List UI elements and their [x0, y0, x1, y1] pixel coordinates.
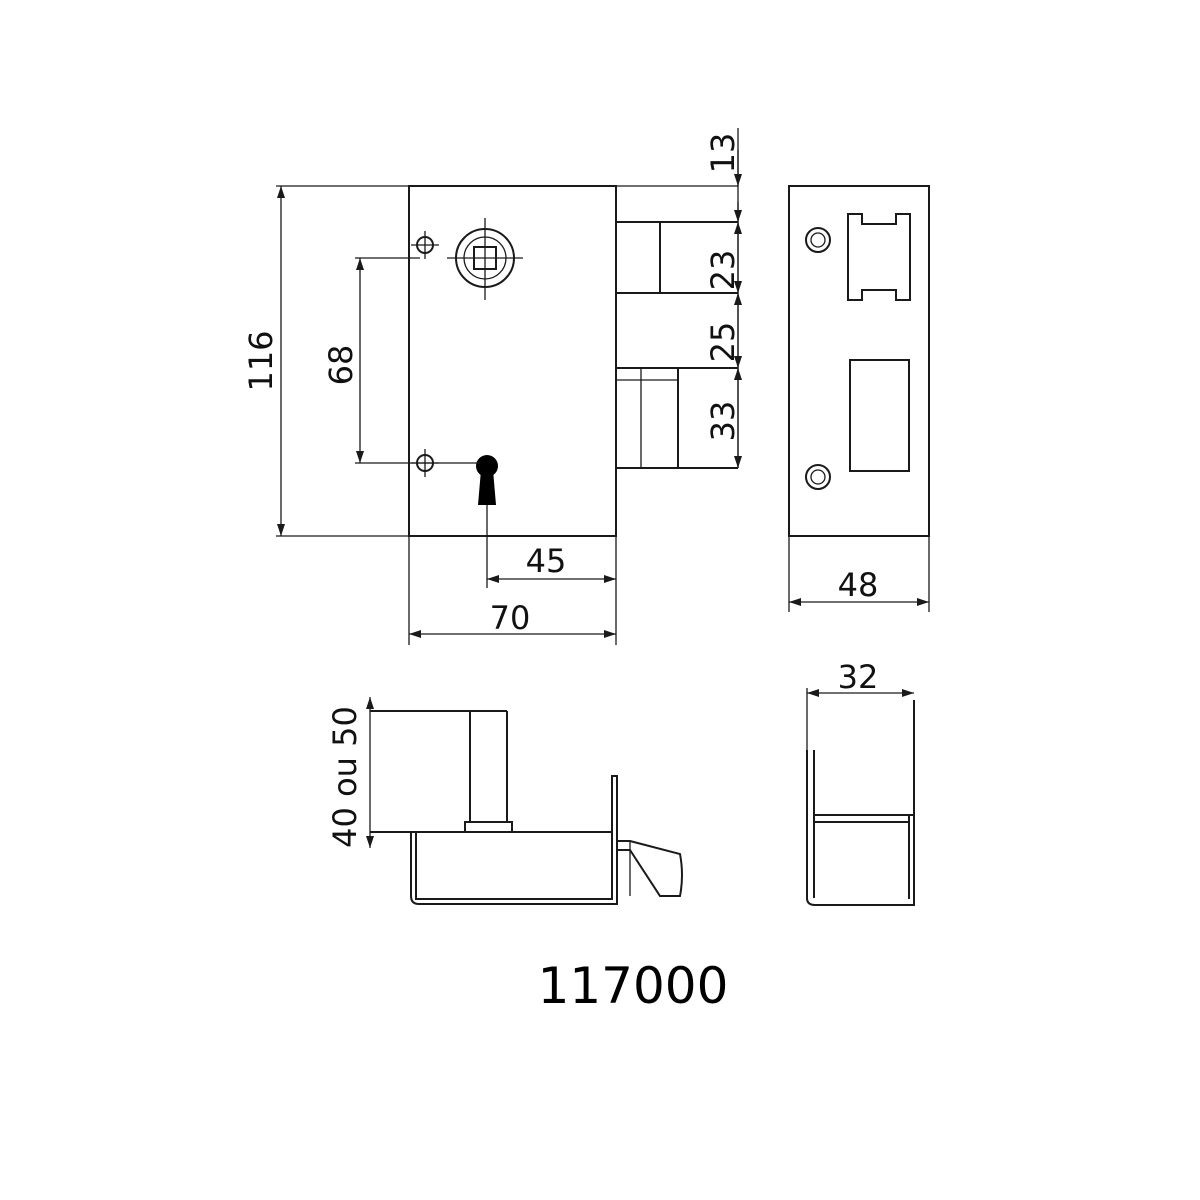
- bolt-tip: [617, 840, 683, 897]
- dim-label-48: 48: [838, 566, 879, 604]
- top-view: 40 ou 50: [326, 697, 683, 905]
- screw-hole-icon: [411, 231, 439, 259]
- dim-label-45: 45: [526, 542, 567, 580]
- dimension-13: 13: [704, 133, 742, 222]
- dim-label-23: 23: [704, 250, 742, 291]
- spindle-boss: [464, 821, 513, 833]
- dimension-25: 25: [704, 293, 742, 368]
- spindle-follower: [447, 218, 523, 300]
- dimension-45: 45: [487, 542, 616, 583]
- bolt-opening: [849, 359, 910, 472]
- dead-bolt: [616, 367, 738, 469]
- dimension-33: 33: [704, 368, 742, 468]
- case-profile: [410, 775, 618, 905]
- product-reference: 117000: [538, 957, 729, 1015]
- latch-opening: [847, 213, 911, 301]
- dimension-68: 68: [322, 258, 364, 463]
- dimension-32: 32: [807, 658, 914, 697]
- latch-bolt: [616, 221, 738, 294]
- dim-label-13: 13: [704, 133, 742, 174]
- dim-label-68: 68: [322, 345, 360, 386]
- dim-label-25: 25: [704, 322, 742, 363]
- dim-label-32: 32: [838, 658, 879, 696]
- strike-profile: [806, 700, 915, 906]
- front-view: 116 68 45 70 13 23 25: [242, 128, 742, 645]
- dimension-116: 116: [242, 186, 285, 536]
- dim-label-70: 70: [490, 599, 531, 637]
- dimension-40-ou-50: 40 ou 50: [326, 697, 374, 848]
- dim-label-116: 116: [242, 330, 280, 391]
- screw-hole-icon: [805, 227, 831, 253]
- dimension-48: 48: [789, 566, 929, 606]
- lock-case-body: [408, 185, 617, 537]
- strike-plate: [788, 185, 930, 537]
- strike-plate-view: 48: [788, 185, 930, 612]
- keyhole-icon: [476, 455, 498, 505]
- dimension-70: 70: [409, 599, 616, 638]
- strike-side-view: 32: [806, 658, 915, 906]
- dimension-23: 23: [704, 222, 742, 293]
- screw-hole-icon: [805, 464, 831, 490]
- dim-label-40-ou-50: 40 ou 50: [326, 706, 364, 848]
- dim-label-33: 33: [704, 401, 742, 442]
